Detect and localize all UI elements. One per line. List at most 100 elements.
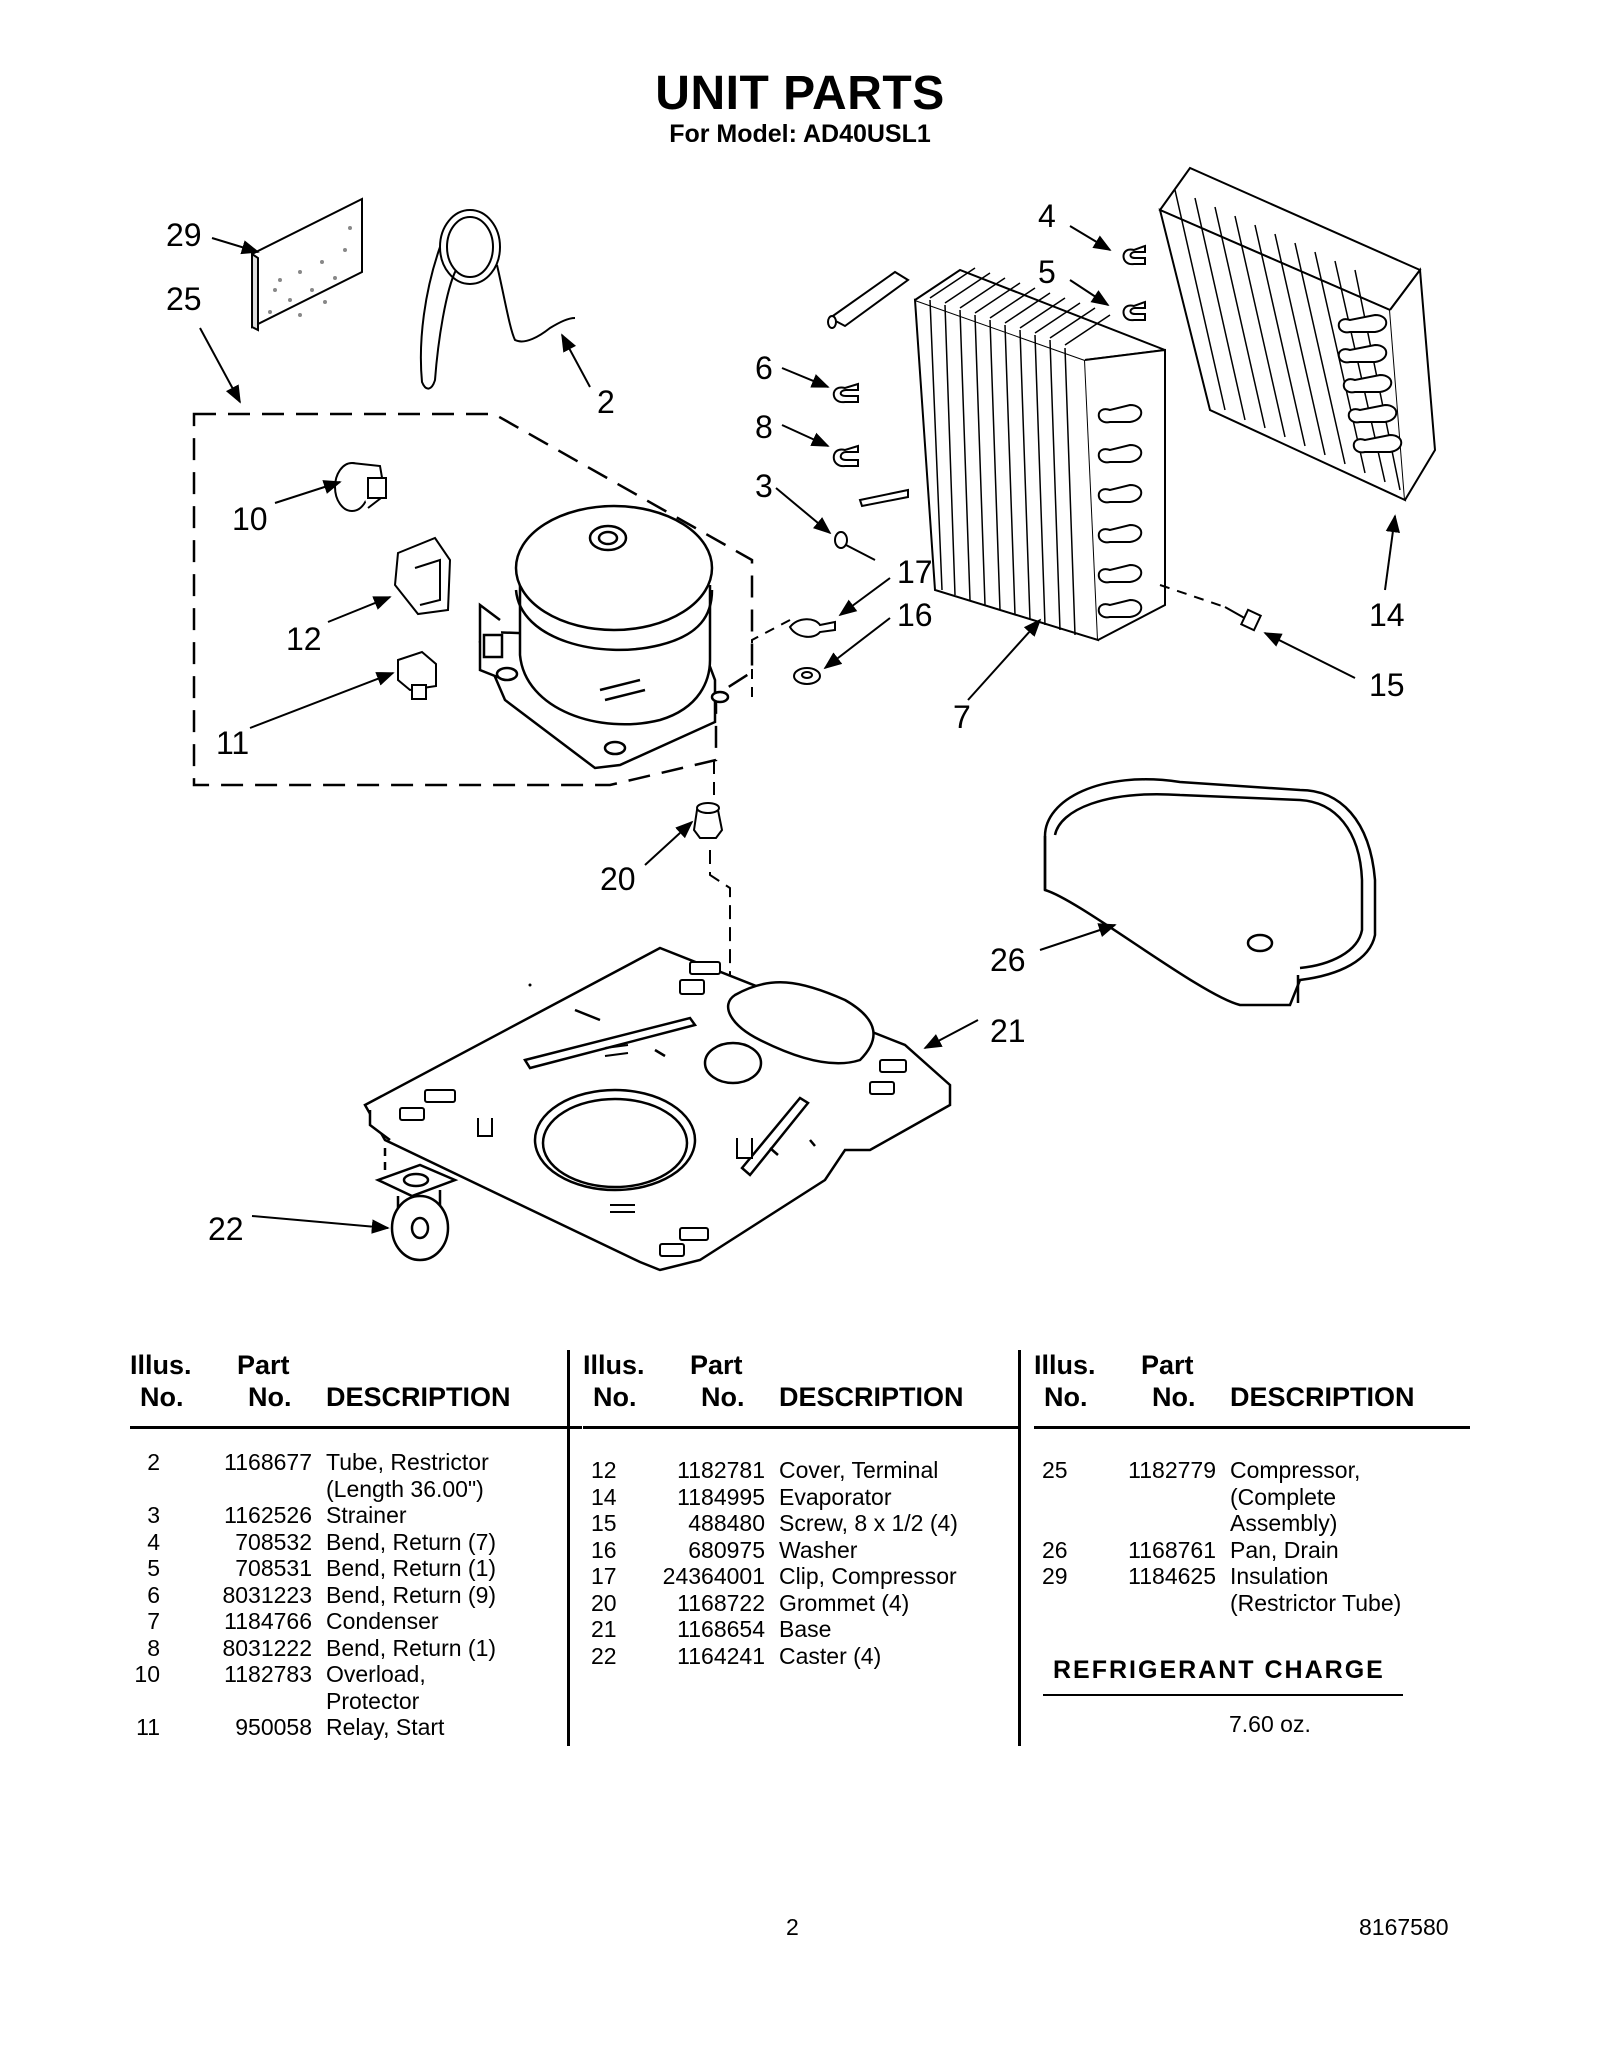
part-description: Condenser: [326, 1608, 439, 1634]
column-header: Illus. No. Part No. DESCRIPTION: [1034, 1350, 1470, 1429]
table-row: Assembly): [1034, 1510, 1470, 1537]
part-description: Relay, Start: [326, 1714, 445, 1740]
part-description: Caster (4): [779, 1642, 882, 1669]
part-description: Bend, Return (1): [326, 1634, 497, 1661]
part-description: Cover, Terminal: [779, 1457, 939, 1483]
illus-header-2: No.: [140, 1382, 184, 1412]
part-number: 488480: [688, 1510, 765, 1536]
table-row: (Length 36.00"): [130, 1476, 582, 1503]
part-description: Bend, Return (7): [326, 1528, 497, 1555]
callout-14: 14: [1369, 597, 1405, 633]
illus-number: 14: [591, 1483, 617, 1510]
caster-part: [374, 1148, 459, 1262]
strainer-part: [834, 531, 876, 561]
clip-guide-line: [751, 619, 791, 705]
leader-arrows: [199, 225, 1400, 1234]
restrictor-tube-part: [419, 209, 576, 390]
callout-22: 22: [208, 1211, 244, 1247]
part-header-1: Part: [1141, 1350, 1194, 1380]
part-description: Screw, 8 x 1/2 (4): [779, 1510, 958, 1536]
part-number: 950058: [235, 1714, 312, 1740]
part-number: 708532: [235, 1528, 312, 1555]
illus-number: 15: [591, 1510, 617, 1536]
screw-guide-line: [1159, 584, 1226, 608]
column-divider: [1018, 1350, 1021, 1746]
illus-number: 2: [147, 1449, 160, 1475]
callout-2: 2: [597, 384, 615, 420]
parts-column-3: Illus. No. Part No. DESCRIPTION 25 118277…: [1034, 1350, 1470, 1616]
illus-number: 22: [591, 1642, 617, 1669]
part-number: 1184995: [677, 1483, 765, 1510]
table-row: 11 950058 Relay, Start: [130, 1714, 582, 1741]
illus-number: 5: [147, 1555, 160, 1581]
table-row: (Restrictor Tube): [1034, 1590, 1470, 1617]
part-header-1: Part: [690, 1350, 743, 1380]
part-description: Insulation: [1230, 1563, 1329, 1589]
terminal-cover-part: [393, 536, 452, 616]
part-number: 1184625: [1128, 1563, 1216, 1589]
illus-number: 12: [591, 1457, 617, 1483]
illus-header-1: Illus.: [583, 1350, 645, 1380]
illus-number: 6: [147, 1581, 160, 1608]
part-description: Base: [779, 1616, 832, 1642]
callout-8: 8: [755, 409, 773, 445]
illus-header-2: No.: [593, 1382, 637, 1412]
callout-labels: 29 25 2 4 5 6 8 3 10 12 11 17 16 7 14 15…: [166, 198, 1405, 1247]
refrigerant-charge-value: 7.60 oz.: [1229, 1711, 1311, 1737]
illus-header-2: No.: [1044, 1382, 1088, 1412]
callout-11: 11: [216, 725, 249, 761]
part-description: (Complete: [1230, 1483, 1337, 1510]
table-row: 4 708532 Bend, Return (7): [130, 1529, 582, 1556]
callout-10: 10: [232, 501, 268, 537]
part-description: Assembly): [1230, 1510, 1338, 1536]
part-number: 1182779: [1128, 1457, 1216, 1483]
document-number: 8167580: [1359, 1914, 1449, 1940]
part-header-2: No.: [1152, 1382, 1196, 1412]
part-number: 8031222: [222, 1634, 312, 1661]
part-description: Evaporator: [779, 1483, 892, 1510]
part-number: 8031223: [222, 1581, 312, 1608]
part-number: 708531: [235, 1555, 312, 1581]
insulation-part: [251, 197, 363, 332]
illus-number: 25: [1042, 1457, 1068, 1483]
refrigerant-charge-title: REFRIGERANT CHARGE: [1053, 1656, 1385, 1684]
callout-6: 6: [755, 350, 773, 386]
part-description: (Restrictor Tube): [1230, 1589, 1402, 1616]
illus-number: 11: [136, 1714, 160, 1740]
grommet-part: [692, 802, 724, 839]
exploded-parts-diagram: 29 25 2 4 5 6 8 3 10 12 11 17 16 7 14 15…: [166, 166, 1437, 1272]
part-number: 1168761: [1128, 1536, 1216, 1563]
drain-pan-part: [1043, 778, 1377, 1007]
callout-25: 25: [166, 281, 202, 317]
page-title: UNIT PARTS: [655, 67, 945, 120]
illus-number: 4: [147, 1528, 160, 1555]
part-description: Bend, Return (9): [326, 1581, 497, 1608]
part-number: 1164241: [677, 1642, 765, 1669]
part-number: 1168722: [677, 1589, 765, 1616]
callout-17: 17: [897, 554, 933, 590]
part-number: 1168677: [224, 1449, 312, 1475]
page-number: 2: [786, 1914, 799, 1940]
part-number: 24364001: [662, 1563, 765, 1589]
column-divider: [567, 1350, 570, 1746]
illus-number: 3: [147, 1502, 160, 1528]
part-description: Strainer: [326, 1502, 407, 1528]
table-row: 5 708531 Bend, Return (1): [130, 1555, 582, 1582]
return-bend-parts: [832, 244, 1146, 468]
description-header: DESCRIPTION: [779, 1382, 964, 1412]
description-header: DESCRIPTION: [326, 1382, 511, 1412]
callout-26: 26: [990, 942, 1026, 978]
start-relay-part: [397, 650, 437, 700]
part-description: Bend, Return (1): [326, 1555, 497, 1581]
overload-protector-part: [334, 462, 387, 512]
part-description: Clip, Compressor: [779, 1563, 957, 1589]
